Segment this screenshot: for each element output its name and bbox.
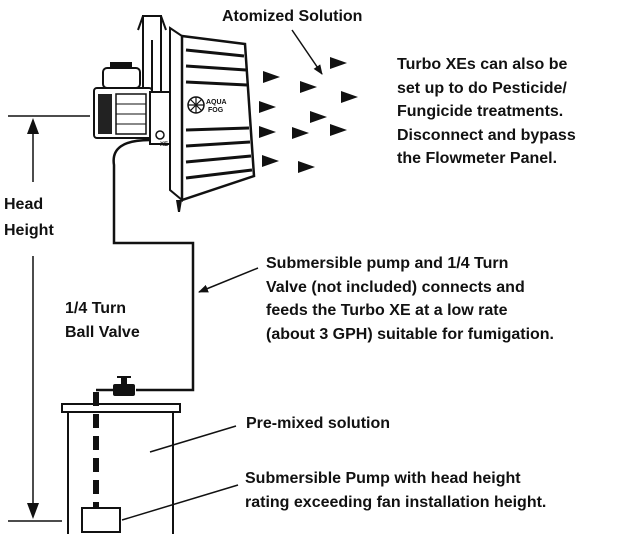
atomized-solution-label: Atomized Solution xyxy=(222,8,363,25)
head-height-dimension xyxy=(8,115,90,522)
turbo-xe-note: Turbo XEs can also be set up to do Pesti… xyxy=(397,53,576,171)
svg-text:FOG: FOG xyxy=(208,107,224,114)
head-height-label: Head Height xyxy=(4,196,54,239)
supply-tube xyxy=(112,138,195,392)
pump-valve-line: Submersible pump and 1/4 Turn xyxy=(266,255,509,272)
model-label: XE xyxy=(160,142,168,148)
ball-valve xyxy=(113,376,135,396)
turbo-note-line: Turbo XEs can also be xyxy=(397,56,568,73)
turbo-note-line: the Flowmeter Panel. xyxy=(397,150,558,167)
pump-valve-line: feeds the Turbo XE at a low rate xyxy=(266,302,508,319)
spray-arrows xyxy=(259,57,358,173)
pump-valve-line: Valve (not included) connects and xyxy=(266,278,525,296)
svg-text:AQUA: AQUA xyxy=(206,99,227,106)
submersible-pump xyxy=(81,507,121,533)
leader-lines xyxy=(121,29,323,521)
solution-tank xyxy=(61,403,181,534)
premixed-solution-label: Pre-mixed solution xyxy=(246,415,391,432)
fan-unit: XE AQUA FOG xyxy=(93,15,256,212)
pump-valve-note: Submersible pump and 1/4 Turn Valve (not… xyxy=(266,252,554,346)
turbo-note-line: Fungicide treatments. xyxy=(397,103,564,120)
turbo-note-line: Disconnect and bypass xyxy=(397,126,576,144)
turbo-note-line: set up to do Pesticide/ xyxy=(397,79,567,97)
aqua-fog-logo: AQUA FOG xyxy=(187,96,227,114)
submersible-pump-label: Submersible Pump with head height rating… xyxy=(245,470,547,511)
ball-valve-label: 1/4 Turn Ball Valve xyxy=(65,300,140,341)
pump-valve-line: (about 3 GPH) suitable for fumigation. xyxy=(266,325,554,343)
